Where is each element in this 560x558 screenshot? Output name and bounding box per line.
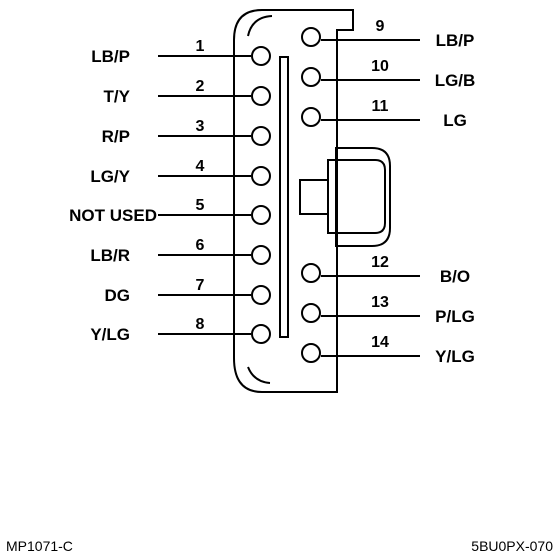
pin-number: 14	[371, 334, 389, 351]
pin-contact	[251, 86, 271, 106]
connector-locking-tab-inner	[335, 147, 391, 247]
wire-color-label: LB/P	[91, 47, 130, 66]
pin-contact	[251, 166, 271, 186]
pin-number: 8	[196, 316, 205, 333]
left-pin-6: 6LB/R	[90, 237, 271, 265]
connector-locking-tab-stub	[299, 179, 329, 215]
wire-color-label: DG	[105, 286, 131, 305]
right-pin-13: 13P/LG	[301, 294, 475, 326]
pin-number: 11	[372, 98, 389, 115]
footer-left-code: MP1071-C	[6, 538, 73, 554]
pin-contact	[301, 27, 321, 47]
pin-number: 1	[196, 38, 205, 55]
right-pin-9: 9LB/P	[301, 18, 475, 50]
pin-number: 13	[371, 294, 389, 311]
pin-number: 7	[196, 277, 205, 294]
pin-contact	[251, 46, 271, 66]
pin-contact	[251, 324, 271, 344]
pin-number: 6	[196, 237, 205, 254]
left-pin-3: 3R/P	[102, 118, 271, 146]
wire-color-label: NOT USED	[69, 206, 157, 225]
pin-contact	[251, 205, 271, 225]
wire-color-label: Y/LG	[90, 325, 130, 344]
wire-color-label: B/O	[440, 267, 470, 286]
wire-color-label: P/LG	[435, 307, 475, 326]
connector-bottom-latch	[247, 366, 271, 384]
pin-contact	[301, 67, 321, 87]
pin-number: 2	[196, 78, 205, 95]
connector-top-latch	[247, 15, 273, 37]
wire-color-label: LB/R	[90, 246, 130, 265]
left-pin-7: 7DG	[105, 277, 271, 305]
pin-number: 5	[196, 197, 205, 214]
pin-contact	[301, 343, 321, 363]
footer-right-code: 5BU0PX-070	[471, 538, 553, 554]
wire-color-label: T/Y	[104, 87, 131, 106]
connector-separator-bar	[279, 56, 289, 338]
pin-number: 9	[376, 18, 385, 35]
pin-contact	[301, 263, 321, 283]
left-pin-4: 4LG/Y	[90, 158, 271, 186]
wire-color-label: R/P	[102, 127, 130, 146]
left-pin-2: 2T/Y	[104, 78, 271, 106]
left-pin-8: 8Y/LG	[90, 316, 271, 344]
wire-color-label: LB/P	[436, 31, 475, 50]
pin-contact	[251, 245, 271, 265]
wire-color-label: LG/B	[435, 71, 476, 90]
wire-color-label: Y/LG	[435, 347, 475, 366]
right-pin-14: 14Y/LG	[301, 334, 475, 366]
connector-body	[233, 9, 354, 393]
right-pin-12: 12B/O	[301, 254, 470, 286]
pin-number: 10	[371, 58, 389, 75]
pin-contact	[301, 303, 321, 323]
connector-locking-tab	[327, 159, 386, 234]
pin-contact	[301, 107, 321, 127]
pin-contact	[251, 126, 271, 146]
pin-number: 12	[371, 254, 389, 271]
pin-number: 4	[196, 158, 205, 175]
left-pin-1: 1LB/P	[91, 38, 271, 66]
wire-color-label: LG/Y	[90, 167, 130, 186]
pin-number: 3	[196, 118, 205, 135]
pin-contact	[251, 285, 271, 305]
wire-color-label: LG	[443, 111, 467, 130]
